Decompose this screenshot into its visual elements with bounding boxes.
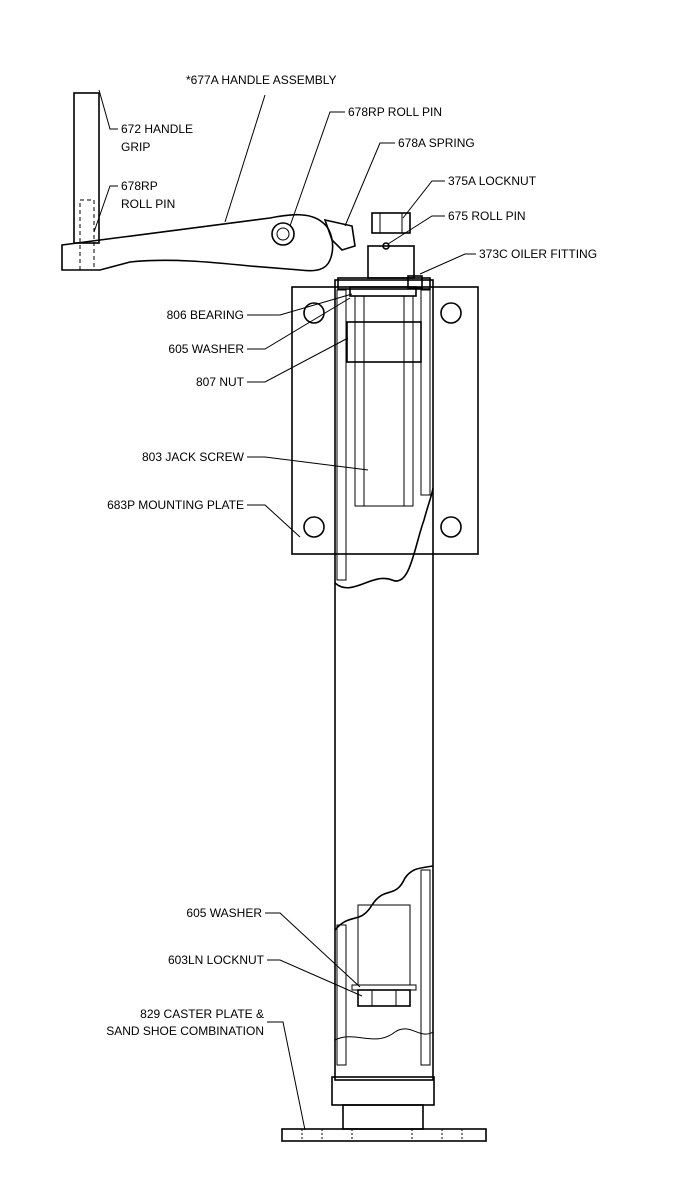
label-mounting-plate: 683P MOUNTING PLATE <box>107 498 244 512</box>
label-caster-plate-2: SAND SHOE COMBINATION <box>106 1024 264 1038</box>
handle-grip <box>73 92 100 244</box>
outer-tube <box>334 279 434 1081</box>
label-grip-roll-pin-2: ROLL PIN <box>121 197 175 211</box>
label-locknut-top: 375A LOCKNUT <box>448 174 537 188</box>
jack-nut <box>346 321 422 363</box>
label-handle-assembly: *677A HANDLE ASSEMBLY <box>186 73 337 87</box>
label-grip-roll-pin: 678RP <box>121 179 158 193</box>
handle-spring <box>323 218 356 251</box>
top-locknut <box>367 212 415 279</box>
oiler-fitting <box>407 275 423 289</box>
grip-roll-pin <box>79 199 95 271</box>
label-locknut-bottom: 603LN LOCKNUT <box>168 953 265 967</box>
label-nut: 807 NUT <box>196 375 245 389</box>
mounting-hole <box>440 302 462 324</box>
label-handle-grip: 672 HANDLE <box>121 122 193 136</box>
leader-lines <box>93 89 476 1131</box>
bearing <box>349 286 417 297</box>
jack-screw <box>354 295 414 507</box>
label-roll-pin-675: 675 ROLL PIN <box>448 209 526 223</box>
label-handle-grip-2: GRIP <box>121 140 150 154</box>
top-cap <box>337 275 431 297</box>
label-bearing: 806 BEARING <box>167 308 244 322</box>
labels: *677A HANDLE ASSEMBLY 678RP ROLL PIN 672… <box>106 73 597 1038</box>
label-spring: 678A SPRING <box>398 136 475 150</box>
handle-roll-pin <box>271 222 295 246</box>
label-caster-plate: 829 CASTER PLATE & <box>140 1007 264 1021</box>
handle-assembly <box>61 92 356 272</box>
roll-pin-675 <box>382 242 390 250</box>
label-washer-bottom: 605 WASHER <box>186 906 262 920</box>
mounting-plate <box>291 286 479 555</box>
mounting-hole <box>440 516 462 538</box>
label-oiler-fitting: 373C OILER FITTING <box>479 247 597 261</box>
caster-plate <box>281 1076 487 1142</box>
label-washer-top: 605 WASHER <box>168 342 244 356</box>
label-jack-screw: 803 JACK SCREW <box>142 450 245 464</box>
label-handle-roll-pin: 678RP ROLL PIN <box>348 105 442 119</box>
bottom-locknut <box>357 989 411 1007</box>
mounting-hole <box>303 516 325 538</box>
jack-screw-lower <box>357 904 411 986</box>
mounting-hole <box>303 302 325 324</box>
